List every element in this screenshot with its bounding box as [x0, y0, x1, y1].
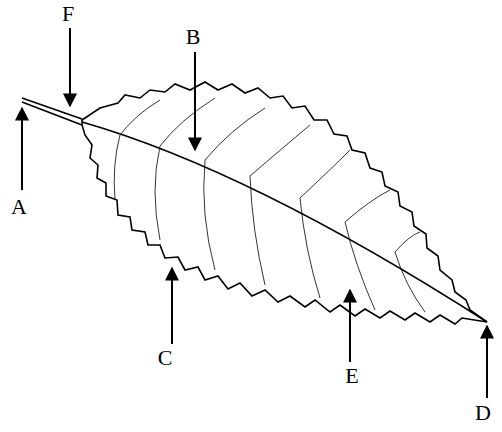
- leaf-blade: [82, 82, 487, 324]
- part-label: E: [337, 364, 367, 388]
- part-label: B: [178, 25, 208, 49]
- petiole: [22, 98, 82, 125]
- leaf-veins: [114, 98, 425, 312]
- midrib: [82, 122, 487, 322]
- part-label: A: [4, 195, 34, 219]
- part-label: F: [53, 2, 83, 26]
- part-label: D: [468, 401, 498, 425]
- pointer-arrows: [22, 28, 487, 398]
- part-label: C: [150, 346, 180, 370]
